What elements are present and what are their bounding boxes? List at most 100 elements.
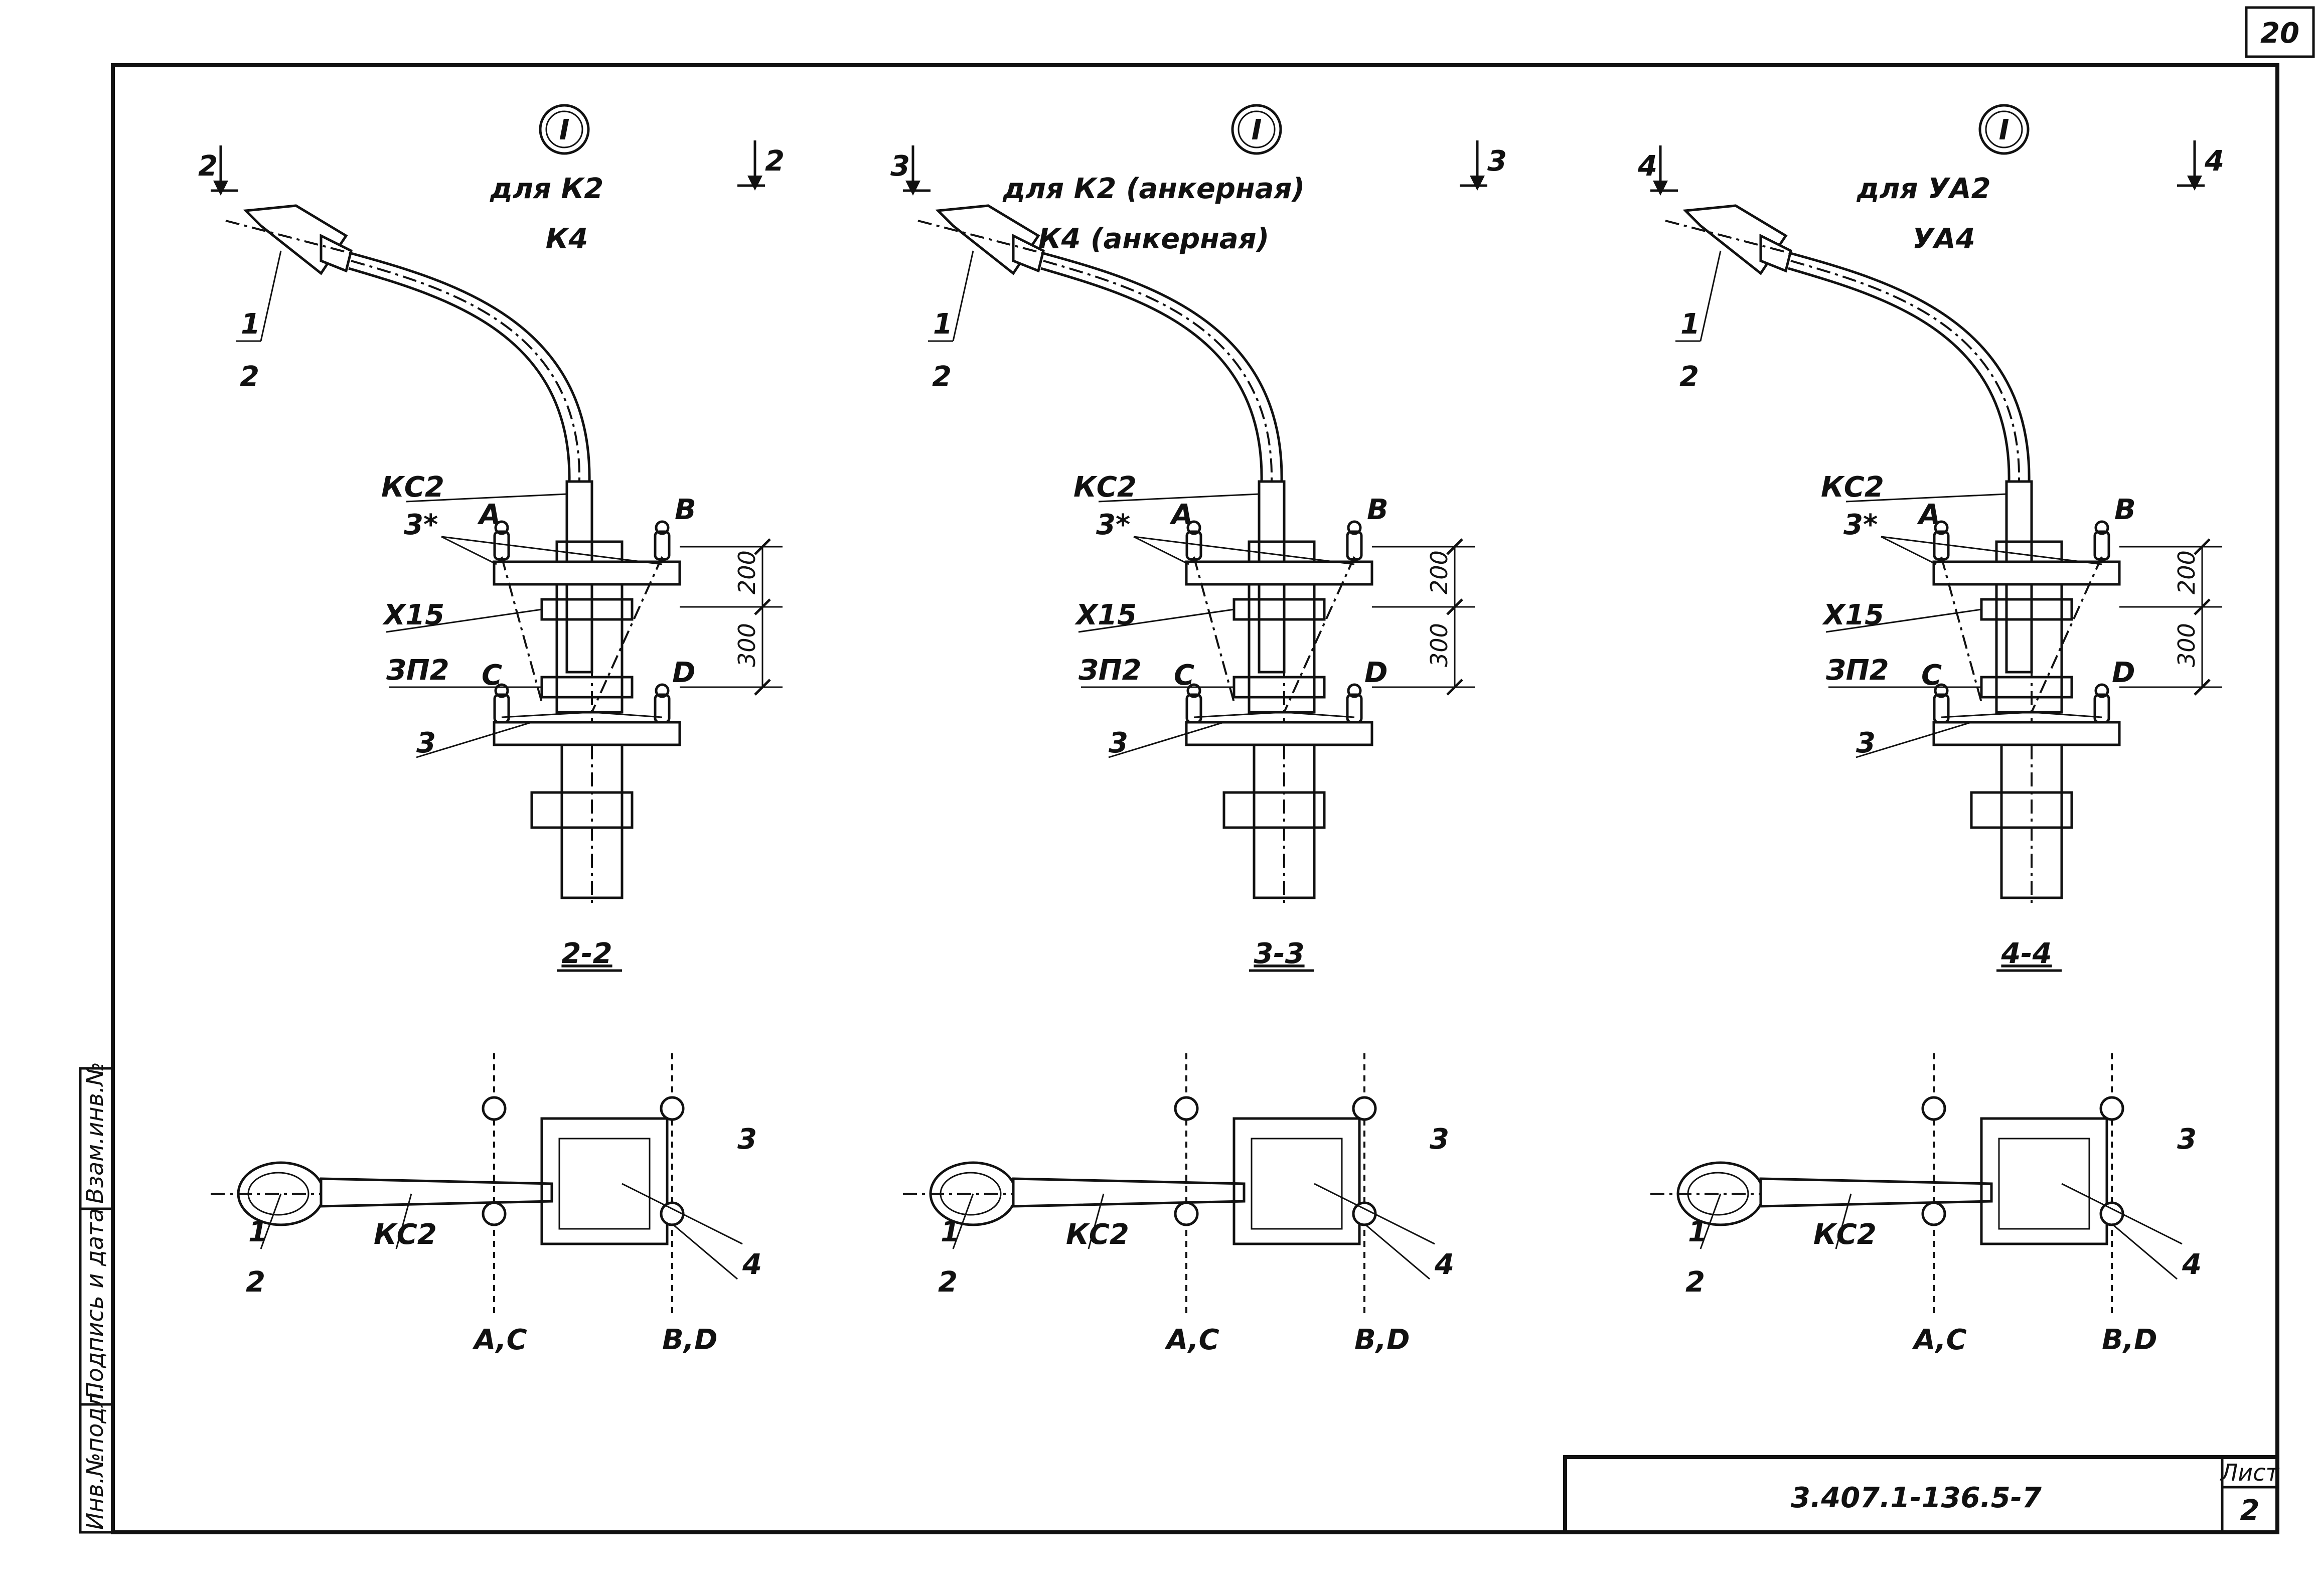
dim-lower: 300	[1426, 623, 1453, 667]
jumper-c	[1941, 711, 2032, 718]
leader-item-3	[1108, 721, 1224, 758]
plan-leader-ks2	[395, 1193, 412, 1249]
insulator-cap-1	[655, 520, 670, 535]
leader-ks2	[406, 493, 567, 503]
insulator-3	[1346, 693, 1363, 724]
label-item-2: 2	[240, 361, 259, 393]
label-item-1: 1	[933, 308, 953, 341]
label-zp2: ЗП2	[386, 654, 449, 687]
plan-insulator-1	[1352, 1096, 1377, 1121]
leader-item-3	[416, 721, 532, 758]
label-item-3-star: 3*	[1843, 509, 1878, 541]
plan-mast-body	[558, 1138, 651, 1230]
plan-leader-1	[260, 1193, 282, 1249]
dim-lower: 300	[733, 623, 760, 667]
label-c: С	[1174, 659, 1194, 692]
caption-line-1: для УА2	[1856, 173, 1990, 205]
label-d: D	[2112, 657, 2135, 689]
insulator-1	[654, 530, 671, 561]
cut-label-left: 2	[198, 150, 218, 183]
side-stamp: Взам.инв.№ Подпись и дата Инв.№подл.	[79, 1062, 114, 1534]
jumper-d	[1284, 711, 1355, 718]
label-d: D	[672, 657, 695, 689]
plan-bracket	[1759, 1177, 1993, 1208]
label-item-3: 3	[1856, 727, 1876, 759]
bracket-arm-inner	[1040, 267, 1263, 482]
plan-label-item-2: 2	[1685, 1266, 1705, 1299]
node-mark-inner-circle	[545, 110, 583, 148]
label-ks2: КС2	[381, 471, 444, 504]
leader-item-3-star-b	[1133, 536, 1355, 565]
leader-item-3-star-b	[441, 536, 663, 565]
plan-insulator-2	[1174, 1201, 1199, 1226]
upper-traverse	[493, 560, 681, 586]
leader-x15	[386, 608, 542, 633]
insulator-cap-3	[1347, 683, 1362, 698]
dim-tick-2	[754, 679, 771, 696]
caption-line-1: для К2 (анкерная)	[1002, 173, 1305, 205]
stamp-inv-no: Инв.№подл.	[81, 1385, 108, 1530]
label-item-1: 1	[241, 308, 260, 341]
leader-x15	[1825, 608, 1982, 633]
plan-label-ks2: КС2	[1813, 1218, 1877, 1251]
wire-a-c	[1940, 556, 1982, 703]
node-mark-inner-circle	[1985, 110, 2023, 148]
plan-label-ks2: КС2	[374, 1218, 437, 1251]
leader-ks2	[1098, 493, 1260, 503]
plan-leader-3	[1314, 1183, 1435, 1245]
clamp-zp2	[1232, 676, 1326, 699]
section-title: 2-2	[561, 937, 612, 970]
clamp-zp2	[1980, 676, 2073, 699]
label-item-3-star: 3*	[1096, 509, 1130, 541]
insulator-2	[1185, 693, 1202, 724]
luminaire-axis	[1665, 220, 1791, 254]
caption-line-1: для К2	[490, 173, 603, 205]
leader-x15	[1078, 608, 1234, 633]
plan-leader-ks2	[1835, 1193, 1852, 1249]
plan-insulator-3	[660, 1201, 685, 1226]
plan-label-item-1: 1	[248, 1216, 268, 1248]
leader-item-3-star-b	[1881, 536, 2102, 565]
plan-leader-4	[672, 1223, 738, 1280]
section-title: 3-3	[1254, 937, 1304, 970]
node-mark-inner-circle	[1238, 110, 1276, 148]
dim-tick-0	[2194, 538, 2211, 555]
insulator-1	[1346, 530, 1363, 561]
dim-upper: 200	[733, 550, 760, 594]
node-mark-circle	[1231, 104, 1282, 155]
plan-insulator-1	[660, 1096, 685, 1121]
label-d: D	[1364, 657, 1387, 689]
wire-b-d	[1283, 556, 1355, 713]
label-a: А	[1917, 499, 1940, 531]
node-mark: I	[559, 114, 570, 146]
document-code: 3.407.1-136.5-7	[1791, 1482, 2042, 1514]
stamp-replace-inv: Взам.инв.№	[81, 1062, 108, 1204]
insulator-cap-3	[655, 683, 670, 698]
plan-leader-ks2	[1088, 1193, 1105, 1249]
jumper-d	[2031, 711, 2102, 718]
caption-line-2: К4	[546, 223, 588, 255]
leader-ks2	[1845, 493, 2007, 503]
mast-clamp	[530, 791, 634, 829]
plan-insulator-2	[482, 1201, 507, 1226]
stamp-signature-date: Подпись и дата	[81, 1208, 108, 1399]
cut-label-left: 4	[1637, 150, 1657, 183]
wire-b-d	[591, 556, 663, 713]
label-b: В	[1367, 494, 1388, 526]
plan-label-item-1: 1	[941, 1216, 960, 1248]
bracket-arm-inner	[1788, 267, 2011, 482]
page-number: 20	[2260, 17, 2299, 50]
wire-a-c	[501, 556, 543, 703]
plan-label-ac: А,С	[1912, 1324, 1967, 1356]
insulator-cap-1	[2094, 520, 2109, 535]
insulator-2	[1933, 693, 1950, 724]
insulator-3	[654, 693, 671, 724]
label-ks2: КС2	[1821, 471, 1884, 504]
lower-traverse	[1932, 721, 2121, 746]
plan-bracket	[1012, 1177, 1246, 1208]
plan-mast-body	[1251, 1138, 1343, 1230]
bracket-axis	[1790, 260, 2021, 482]
insulator-cap-0	[1934, 520, 1949, 535]
bracket-axis	[1043, 260, 1273, 482]
insulator-cap-2	[1186, 683, 1201, 698]
